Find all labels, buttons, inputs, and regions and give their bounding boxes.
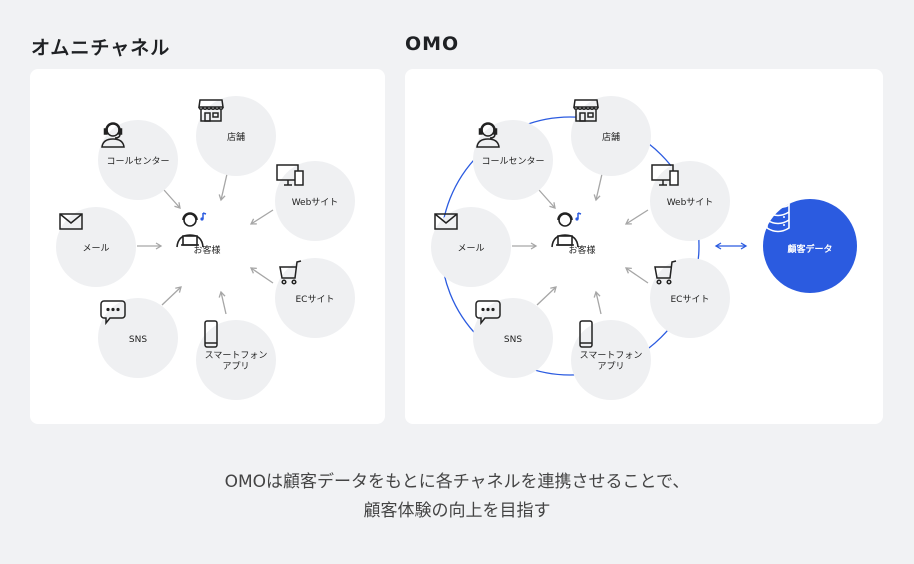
omo-callcenter-node: コールセンター [473,120,553,200]
monitor-icon [276,164,304,186]
omo-sns-node: SNS [473,298,553,378]
customer-icon [551,212,582,248]
ec-label: ECサイト [295,294,335,305]
omo-ec-label: ECサイト [670,294,710,305]
omni-arrows [137,173,274,315]
store-icon [573,99,599,122]
cart-icon [654,260,677,285]
customer-icon [176,212,207,248]
mail-label: メール [82,243,110,254]
omo-mail-label: メール [457,243,485,254]
app-label-line1: スマートフォン [204,351,268,361]
mail-node: メール [56,207,136,287]
cart-icon [279,260,302,285]
omni-panel: 店舗 コールセンター Webサイト [30,69,385,424]
sns-node: SNS [98,298,178,378]
chat-icon [475,300,501,326]
omo-store-label: 店舗 [601,132,620,143]
omo-app-label: スマートフォン アプリ [580,351,643,373]
omo-app-label-line1: スマートフォン [579,351,643,361]
omo-customer-label: お客様 [568,245,596,256]
app-label-line2: アプリ [222,362,250,372]
sns-label: SNS [128,334,148,345]
callcenter-label: コールセンター [106,156,170,167]
headset-icon [476,122,500,148]
customer-database-node: 顧客データ [763,199,857,293]
store-node: 店舗 [196,96,276,176]
headset-icon [101,122,125,148]
store-label: 店舗 [226,132,245,143]
customer-label: お客様 [193,245,221,256]
smartphone-icon [579,320,593,348]
smartphone-icon [204,320,218,348]
web-node: Webサイト [275,161,355,241]
database-icon [766,199,790,233]
omo-ec-node: ECサイト [650,258,730,338]
omo-app-label-line2: アプリ [597,362,625,372]
app-label: スマートフォン アプリ [205,351,268,373]
caption-line1: OMOは顧客データをもとに各チャネルを連携させることで、 [224,472,690,492]
mail-icon [434,213,458,230]
omo-title: OMO [405,33,460,55]
omo-app-node: スマートフォン アプリ [571,320,651,400]
store-icon [198,99,224,122]
omo-mail-node: メール [431,207,511,287]
omo-store-node: 店舗 [571,96,651,176]
web-label: Webサイト [291,197,339,208]
omo-sns-label: SNS [503,334,523,345]
mail-icon [59,213,83,230]
omo-callcenter-label: コールセンター [481,156,545,167]
ec-node: ECサイト [275,258,355,338]
omni-title: オムニチャネル [31,37,171,59]
omo-web-node: Webサイト [650,161,730,241]
caption: OMOは顧客データをもとに各チャネルを連携させることで、 顧客体験の向上を目指す [0,468,914,526]
monitor-icon [651,164,679,186]
omo-panel: 店舗 コールセンター Webサイト [405,69,883,424]
chat-icon [100,300,126,326]
customer-center: お客様 [172,209,242,287]
callcenter-node: コールセンター [98,120,178,200]
caption-line2: 顧客体験の向上を目指す [363,501,551,521]
omo-customer-center: お客様 [547,209,617,287]
app-node: スマートフォン アプリ [196,320,276,400]
database-label: 顧客データ [787,244,833,255]
omo-web-label: Webサイト [666,197,714,208]
